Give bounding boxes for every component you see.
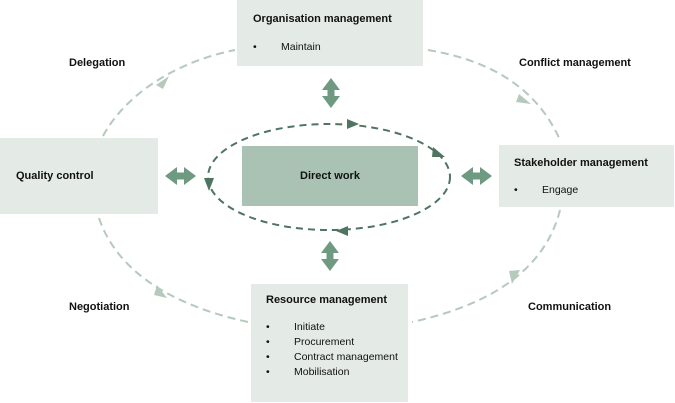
organisation-management-title: Organisation management <box>253 13 392 25</box>
outer-arc-quality-to-org <box>102 49 236 137</box>
conflict-management-label: Conflict management <box>519 57 631 69</box>
outer-arrowhead-conflict <box>516 94 531 104</box>
delegation-label: Delegation <box>69 57 126 69</box>
inner-arrowhead-bottom <box>336 226 348 236</box>
inner-arrowhead-top <box>347 119 359 129</box>
outer-arc-resource-to-quality <box>97 214 249 323</box>
organisation-management-list: Maintain <box>253 40 321 55</box>
resource-item: Contract management <box>266 350 406 365</box>
double-arrow-top <box>322 78 340 108</box>
inner-cycle <box>204 119 451 236</box>
outer-cycle <box>97 49 561 323</box>
outer-arrowhead-communication <box>509 270 520 284</box>
resource-item: Procurement <box>266 335 406 350</box>
quality-control-box: Quality control <box>0 138 158 214</box>
stakeholder-management-title: Stakeholder management <box>514 157 648 169</box>
stakeholder-item: Engage <box>514 183 578 198</box>
communication-label: Communication <box>528 301 612 313</box>
outer-arrowhead-delegation <box>156 76 169 89</box>
resource-management-list: Initiate Procurement Contract management… <box>266 320 406 380</box>
inner-arrowhead-left <box>204 178 214 191</box>
outer-arrowhead-negotiation <box>154 285 167 298</box>
resource-management-box: Resource management Initiate Procurement… <box>251 284 408 402</box>
double-arrow-right <box>461 167 492 185</box>
resource-item: Mobilisation <box>266 365 406 380</box>
stakeholder-management-list: Engage <box>514 183 578 198</box>
quality-control-title: Quality control <box>16 170 94 182</box>
double-arrow-left <box>165 167 196 185</box>
outer-arc-org-to-stakeholder <box>427 49 561 141</box>
organisation-item: Maintain <box>253 40 321 55</box>
organisation-management-box: Organisation management Maintain <box>237 0 423 66</box>
stakeholder-management-box: Stakeholder management Engage <box>499 145 674 207</box>
resource-management-title: Resource management <box>266 294 388 306</box>
negotiation-label: Negotiation <box>69 301 130 313</box>
direct-work-box: Direct work <box>242 146 418 206</box>
double-arrow-bottom <box>321 241 339 271</box>
inner-ellipse <box>207 123 451 231</box>
direct-work-title: Direct work <box>300 170 360 182</box>
resource-item: Initiate <box>266 320 406 335</box>
inner-arrowhead-right <box>432 147 445 157</box>
